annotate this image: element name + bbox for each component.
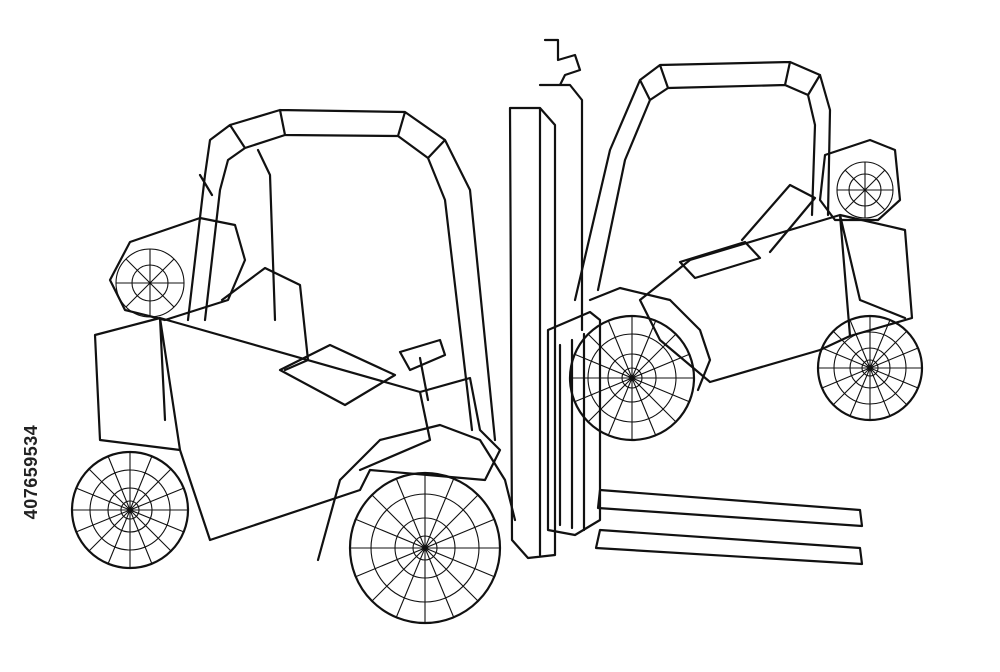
rear-overhead-guard [573,60,832,302]
front-lpg-tank [108,216,247,322]
rear-forklift-rear-wheel [816,314,924,422]
front-forklift [70,108,517,625]
front-forklift-front-wheel [316,423,517,625]
rear-forklift [546,60,924,566]
stock-id-text: 407659534 [21,424,41,520]
rear-fork-carriage [546,310,602,537]
front-overhead-guard [186,108,497,442]
rear-body [638,213,914,384]
mast [508,38,584,560]
front-forklift-rear-wheel [70,450,190,570]
rear-forks [594,488,864,566]
rear-lpg-tank [818,138,902,222]
rear-forklift-front-wheel [568,286,712,442]
front-steering-wheel [398,338,447,402]
front-body [93,316,502,542]
front-seat [220,266,397,407]
rear-seat [678,183,817,280]
